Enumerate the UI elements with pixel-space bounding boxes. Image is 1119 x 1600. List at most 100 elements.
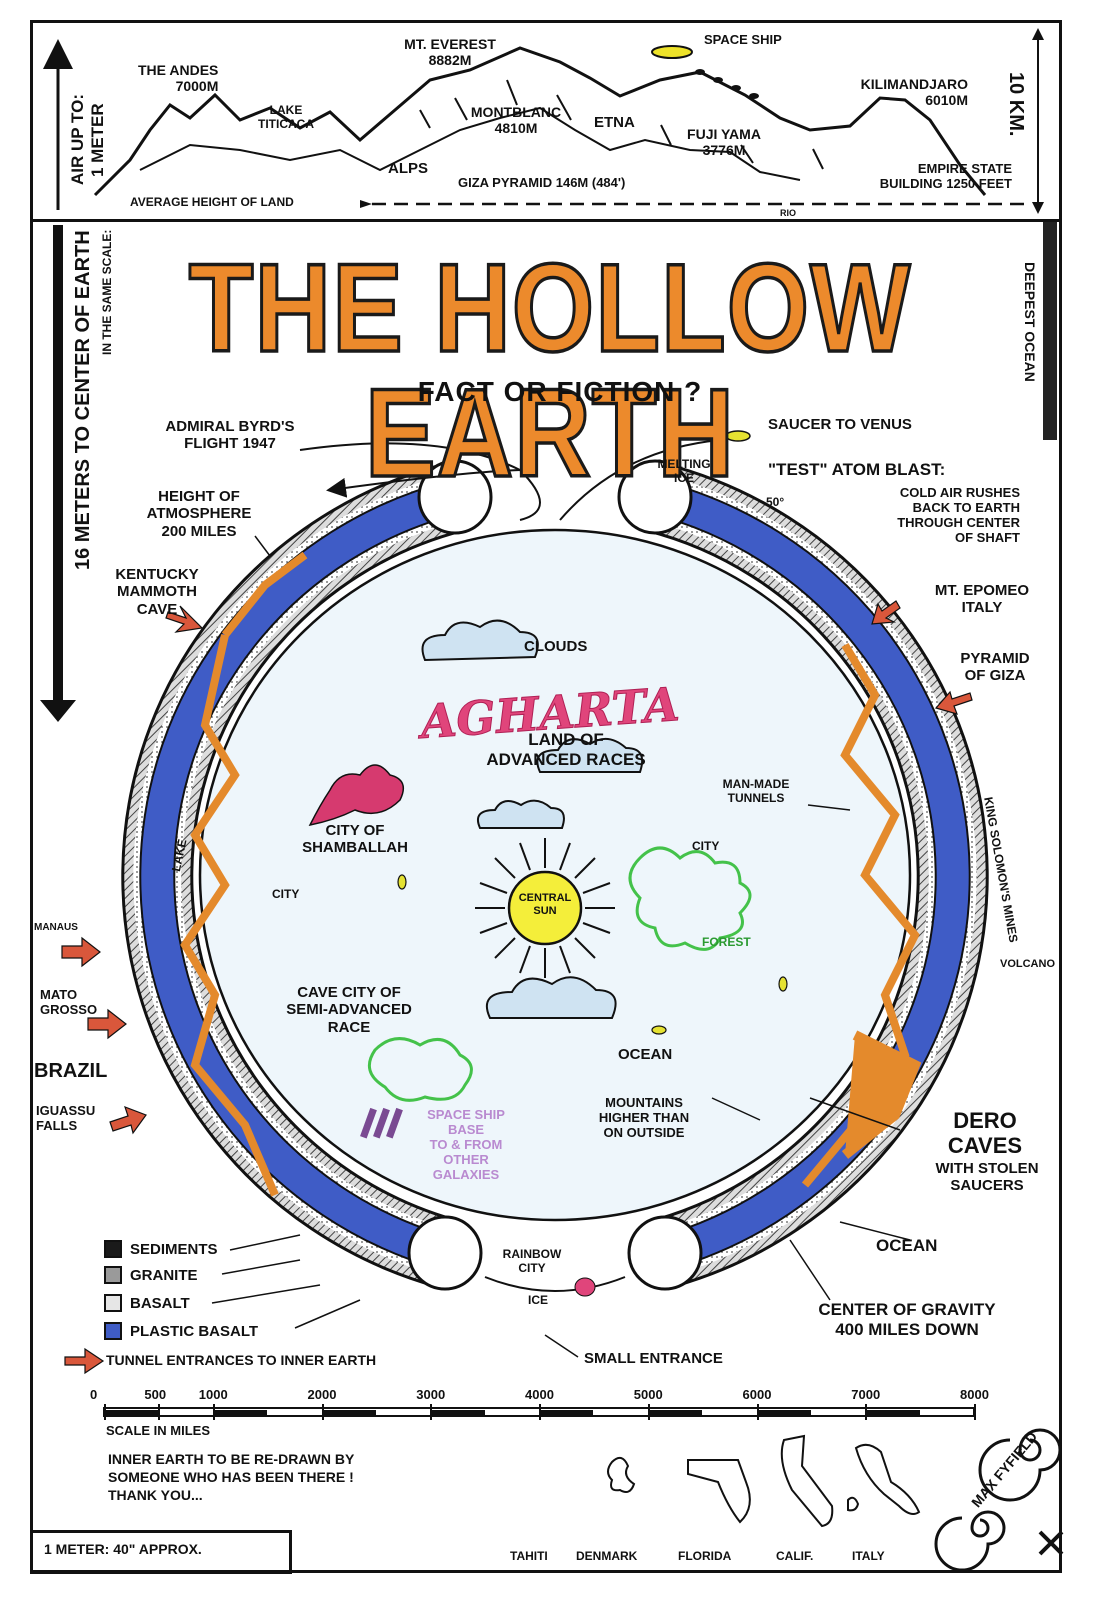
main-panel-frame <box>30 218 1062 1573</box>
scale-tick <box>158 1404 161 1420</box>
same-scale-label: IN THE SAME SCALE: <box>100 230 114 356</box>
etna-label: ETNA <box>594 114 635 131</box>
ice-label: ICE <box>528 1293 549 1307</box>
space-base-icon <box>360 1107 403 1139</box>
center-arrow-head <box>40 700 76 722</box>
florida-shape <box>687 1459 751 1524</box>
legend-label: BASALT <box>130 1294 190 1312</box>
cold-air-label: COLD AIR RUSHES BACK TO EARTH THROUGH CE… <box>897 485 1020 545</box>
scale-tick <box>974 1404 976 1420</box>
kilimanjaro-label: KILIMANDJARO 6010m <box>860 76 968 109</box>
ocean-outer-label: OCEAN <box>876 1236 938 1255</box>
kentucky-label: KENTUCKY MAMMOTH CAVE <box>115 566 199 618</box>
volcano-label: VOLCANO <box>1000 958 1055 970</box>
legend-swatch <box>104 1240 122 1258</box>
legend-tunnel-label: TUNNEL ENTRANCES TO INNER EARTH <box>106 1352 377 1368</box>
italy-shape <box>854 1443 921 1515</box>
montblanc-label: MONTBLANC 4810m <box>470 104 562 137</box>
rainbow-city-label: RAINBOW CITY <box>502 1247 562 1275</box>
atom-blast-label: "TEST" ATOM BLAST: <box>768 460 946 479</box>
place-label: TAHITI <box>510 1549 548 1563</box>
meter-label: 1 METER: 40" APPROX. <box>44 1541 202 1557</box>
small-entrance-label: SMALL ENTRANCE <box>584 1350 723 1367</box>
california-shape <box>780 1434 834 1528</box>
ocean-inner-label: OCEAN <box>618 1046 673 1063</box>
signature-spiral <box>934 1428 1064 1572</box>
top-panel-frame <box>30 20 1062 222</box>
scale-tick-label: 7000 <box>851 1387 881 1402</box>
legend-swatch <box>104 1322 122 1340</box>
saucer-venus-label: SAUCER TO VENUS <box>768 416 912 433</box>
cloud-icons <box>421 619 644 1019</box>
central-sun-icon <box>475 838 615 978</box>
scale-segment <box>647 1410 703 1416</box>
scale-segment <box>756 1410 811 1416</box>
meter-box <box>30 1530 292 1574</box>
scale-tick-label: 4000 <box>525 1387 554 1402</box>
rio-label: RIO <box>780 208 797 218</box>
legend-item: PLASTIC BASALT <box>104 1322 258 1340</box>
page-subtitle: FACT OR FICTION ? <box>417 376 703 407</box>
space-ship-label: SPACE SHIP <box>704 32 782 47</box>
scale-segment <box>212 1410 268 1416</box>
legend-swatch <box>104 1266 122 1284</box>
place-label: DENMARK <box>576 1549 638 1563</box>
scale-segment <box>539 1410 594 1416</box>
titicaca-label: LAKE TITICACA <box>258 103 314 131</box>
scale-tick-label: 5000 <box>633 1387 663 1402</box>
space-ship-icon <box>651 45 693 59</box>
shamballah-label: CITY OF SHAMBALLAH <box>302 822 408 857</box>
page-title: THE HOLLOW EARTH <box>187 238 912 504</box>
city-label-left: CITY <box>272 887 300 901</box>
scale-segment <box>865 1410 920 1416</box>
scale-segment <box>321 1410 376 1416</box>
melting-ice-label: MELTING ICE <box>657 457 711 485</box>
alps-label: ALPS <box>388 160 429 177</box>
forest-icon <box>367 846 752 1102</box>
mato-grosso-label: MATO GROSSO <box>40 987 98 1017</box>
everest-label: MT. EVEREST 8882m <box>404 36 496 69</box>
cave-city-label: CAVE CITY OF SEMI-ADVANCED RACE <box>286 984 412 1036</box>
dero-caves-label: DERO CAVES <box>947 1108 1023 1159</box>
air-label: AIR UP TO: 1 METER <box>68 94 107 186</box>
scale-tick-label: 8000 <box>960 1387 989 1402</box>
epomeo-label: MT. EPOMEO ITALY <box>934 582 1030 617</box>
center-distance-label: 16 METERS TO CENTER OF EARTH <box>72 230 94 570</box>
legend-item: SEDIMENTS <box>104 1240 218 1258</box>
place-label: FLORIDA <box>678 1549 732 1563</box>
stolen-saucers-label: WITH STOLEN SAUCERS <box>935 1160 1039 1195</box>
atmosphere-label: HEIGHT OF ATMOSPHERE 200 MILES <box>146 488 252 540</box>
city-label-right: CITY <box>692 839 720 853</box>
legend-label: SEDIMENTS <box>130 1240 218 1258</box>
tahiti-shape <box>607 1456 636 1493</box>
center-gravity-label: CENTER OF GRAVITY 400 MILES DOWN <box>818 1300 996 1339</box>
scale-tick-label: 1000 <box>198 1387 228 1402</box>
empire-state-label: EMPIRE STATE BUILDING 1250 FEET <box>879 161 1012 191</box>
place-outlines <box>607 1434 921 1528</box>
scale-tick-label: 3000 <box>416 1387 446 1402</box>
scale-tick-label: 500 <box>144 1387 167 1402</box>
tunnel-entrance-arrows <box>61 600 973 1375</box>
scale-tick-label: 2000 <box>307 1387 337 1402</box>
space-base-label: SPACE SHIP BASE TO & FROM OTHER GALAXIES <box>427 1107 505 1182</box>
legend-swatch <box>104 1294 122 1312</box>
shamballah-icon <box>308 764 405 827</box>
pyramid-giza-label: PYRAMID OF GIZA <box>960 650 1030 685</box>
scale-tick-label: 6000 <box>742 1387 772 1402</box>
place-label: CALIF. <box>776 1549 814 1563</box>
legend-label: GRANITE <box>130 1266 198 1284</box>
andes-label: THE ANDES 7000m <box>138 62 219 95</box>
ten-km-label: 10 KM. <box>1005 72 1027 137</box>
redraw-note: INNER EARTH TO BE RE-DRAWN BY SOMEONE WH… <box>108 1451 355 1504</box>
mountain-range <box>93 46 987 197</box>
scale-segment <box>104 1410 159 1416</box>
clouds-label: CLOUDS <box>524 638 588 655</box>
fuji-label: FUJI YAMA 3776m <box>687 126 761 159</box>
land-of-label: LAND OF ADVANCED RACES <box>486 730 646 769</box>
saucer-icon <box>725 430 751 442</box>
man-made-tunnels-label: MAN-MADE TUNNELS <box>722 777 790 805</box>
legend-item: GRANITE <box>104 1266 198 1284</box>
rainbow-city-icon <box>574 1277 596 1297</box>
deepest-ocean-label: DEEPEST OCEAN <box>1022 262 1038 382</box>
